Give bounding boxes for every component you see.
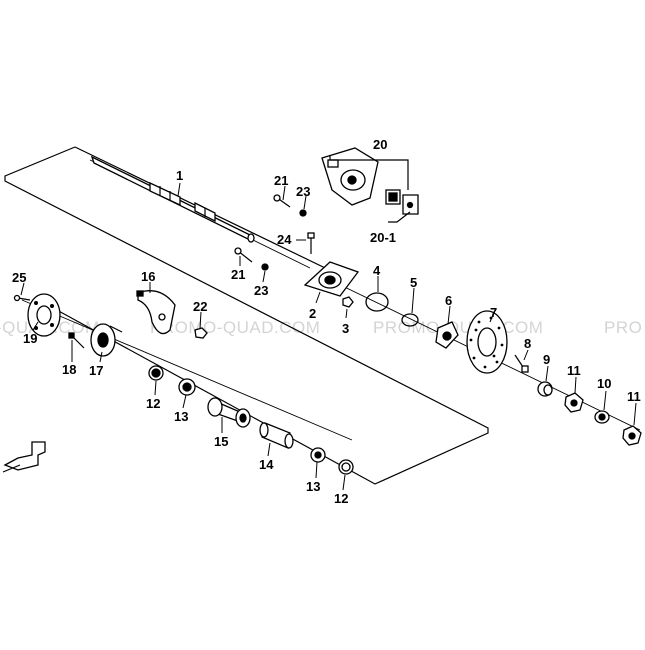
callout-label: 20 (373, 137, 387, 152)
nut-3 (342, 296, 354, 308)
bearing-13-right (310, 447, 326, 463)
rear-axle (90, 155, 255, 243)
callout-bracket (388, 211, 411, 223)
callout-label: 6 (445, 293, 452, 308)
callout-label: 1 (176, 168, 183, 183)
o-ring-5 (401, 313, 419, 327)
callout-label: 3 (342, 321, 349, 336)
callout-labels: 1 2 3 4 5 6 7 8 9 10 11 11 12 12 13 13 1… (12, 137, 641, 506)
callout-label: 9 (543, 352, 550, 367)
callout-label: 25 (12, 270, 26, 285)
callout-label: 15 (214, 434, 228, 449)
sprocket-hub (90, 323, 123, 357)
washer-23-lower (261, 263, 269, 271)
callout-label: 12 (146, 396, 160, 411)
callout-label: 10 (597, 376, 611, 391)
callout-label: 7 (490, 305, 497, 320)
o-ring-4 (365, 292, 389, 312)
bolt-18 (68, 332, 85, 349)
callout-label: 17 (89, 363, 103, 378)
disc-hub (435, 321, 459, 349)
brake-disc (466, 310, 508, 374)
bolt-8 (514, 354, 529, 373)
pin-25 (13, 294, 31, 302)
spacer-tube (259, 422, 294, 449)
callout-label: 11 (627, 389, 641, 404)
bolt-24 (307, 232, 315, 254)
callout-label: 19 (23, 331, 37, 346)
callout-label: 11 (567, 363, 581, 378)
seal-12-left (148, 365, 164, 381)
callout-label: 24 (277, 232, 292, 247)
callout-bracket (329, 155, 409, 190)
callout-label: 13 (174, 409, 188, 424)
seal-12-right (338, 459, 354, 475)
bolt-21-upper (273, 194, 291, 208)
bolt-21-lower (234, 247, 253, 263)
assembly-outline (4, 146, 489, 485)
nut-11-upper (564, 392, 584, 413)
brake-pads (385, 189, 419, 215)
front-direction-arrow-icon (2, 441, 46, 473)
callout-label: 4 (373, 263, 381, 278)
callout-label: 20-1 (370, 230, 396, 245)
callout-label: 13 (306, 479, 320, 494)
callout-label: 8 (524, 336, 531, 351)
callout-label: 21 (231, 267, 245, 282)
leader-lines (20, 182, 637, 491)
callout-label: 12 (334, 491, 348, 506)
guard (136, 290, 176, 335)
axle-bearing-housing (303, 261, 360, 297)
nut-11-lower (622, 425, 642, 446)
callout-label: 14 (259, 457, 274, 472)
callout-label: 18 (62, 362, 76, 377)
callout-label: 23 (296, 184, 310, 199)
callout-label: 2 (309, 306, 316, 321)
washer-23-upper (299, 209, 307, 217)
callout-label: 16 (141, 269, 155, 284)
bearing-13-left (178, 378, 196, 396)
callout-label: 23 (254, 283, 268, 298)
callout-label: 5 (410, 275, 417, 290)
nut-22 (194, 327, 208, 339)
callout-label: 22 (193, 299, 207, 314)
watermark-segment: PRO (604, 318, 642, 337)
brake-caliper (321, 147, 379, 206)
axis-lines (21, 159, 641, 441)
callout-label: 21 (274, 173, 288, 188)
spacer-9 (537, 381, 553, 397)
washer-10 (594, 410, 610, 424)
watermark-segment: PROMO-QUAD.COM (150, 318, 320, 337)
bearing-sleeve (207, 397, 251, 428)
